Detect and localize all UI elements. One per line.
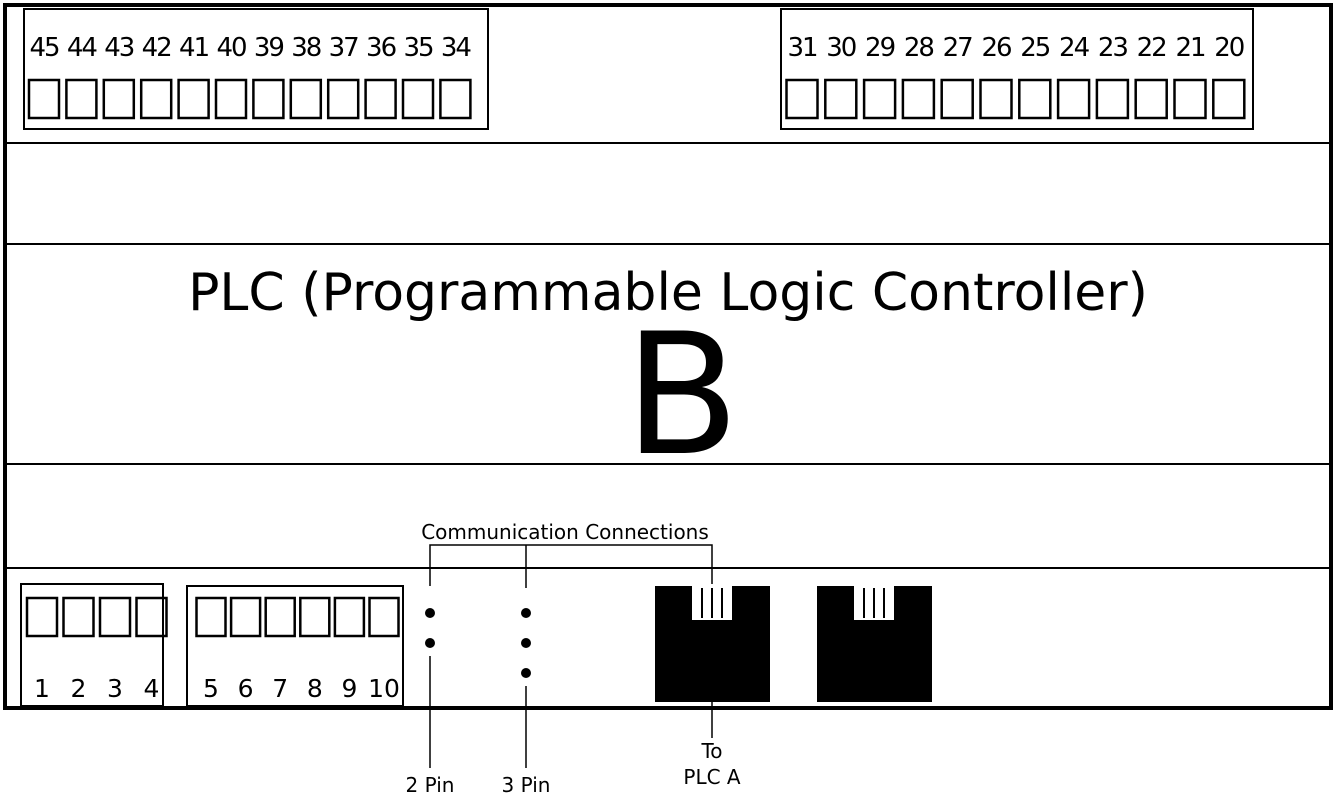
terminal-slot xyxy=(229,596,262,638)
rj-jack-1 xyxy=(655,586,770,702)
terminal-slot xyxy=(940,78,974,120)
two-pin-connector xyxy=(425,608,435,648)
terminal-number: 25 xyxy=(1020,33,1050,63)
terminal-slot xyxy=(1095,78,1130,120)
terminal-number: 8 xyxy=(307,674,323,703)
terminal-slot xyxy=(901,78,936,120)
terminal-slot xyxy=(139,78,173,120)
terminal-number: 20 xyxy=(1214,33,1244,63)
terminal-slot xyxy=(368,596,400,638)
two-pin-label: 2 Pin xyxy=(406,773,455,797)
terminal-slot xyxy=(27,78,61,120)
terminal-number: 2 xyxy=(71,674,87,703)
terminal-number: 4 xyxy=(144,674,160,703)
terminal-slot xyxy=(862,78,897,120)
terminal-number: 29 xyxy=(865,33,895,63)
terminal-number: 43 xyxy=(104,33,134,63)
terminal-number: 37 xyxy=(329,33,359,63)
pin-dot xyxy=(521,638,531,648)
terminal-number: 44 xyxy=(67,33,98,63)
terminal-number: 41 xyxy=(179,33,209,63)
terminal-number: 34 xyxy=(441,33,472,63)
terminal-slot xyxy=(135,596,168,638)
terminal-slot xyxy=(364,78,397,120)
terminal-slot xyxy=(1212,78,1246,120)
terminal-slot xyxy=(1173,78,1207,120)
terminal-slot xyxy=(195,596,227,638)
plc-unit-letter: B xyxy=(624,297,739,493)
terminal-slot xyxy=(102,78,136,120)
terminal-number: 42 xyxy=(142,33,171,63)
terminal-number: 39 xyxy=(254,33,284,63)
plc-a-label: PLC A xyxy=(683,765,741,789)
terminal-slot xyxy=(1018,78,1052,120)
terminal-number: 3 xyxy=(107,674,123,703)
terminal-number: 22 xyxy=(1137,33,1166,63)
terminal-number: 9 xyxy=(341,674,357,703)
rj-jack-2 xyxy=(817,586,932,702)
terminal-number: 26 xyxy=(981,33,1011,63)
terminal-slot xyxy=(299,596,331,638)
terminal-number: 28 xyxy=(904,33,934,63)
terminal-slot xyxy=(333,596,366,638)
terminal-slot xyxy=(65,78,98,120)
terminal-number: 5 xyxy=(203,674,219,703)
terminal-slot xyxy=(25,596,59,638)
terminal-number: 45 xyxy=(29,33,59,63)
terminal-number: 1 xyxy=(34,674,50,703)
terminal-slot xyxy=(1134,78,1168,120)
communication-bracket xyxy=(429,544,713,586)
terminal-number: 24 xyxy=(1059,33,1090,63)
terminal-number: 30 xyxy=(826,33,856,63)
terminal-slot xyxy=(177,78,210,120)
terminal-number: 31 xyxy=(787,33,817,63)
communication-label: Communication Connections xyxy=(421,520,709,544)
terminal-slot xyxy=(264,596,296,638)
pin-dot xyxy=(425,608,435,618)
terminal-number: 23 xyxy=(1098,33,1128,63)
terminal-slot xyxy=(326,78,360,120)
terminal-number: 38 xyxy=(291,33,321,63)
three-pin-label: 3 Pin xyxy=(502,773,551,797)
pin-dot xyxy=(521,668,531,678)
terminal-slot xyxy=(439,78,472,120)
terminal-slot xyxy=(252,78,285,120)
terminal-number: 40 xyxy=(216,33,246,63)
pin-dot xyxy=(521,608,531,618)
terminal-slot xyxy=(401,78,435,120)
terminal-slot xyxy=(785,78,819,120)
terminal-number: 27 xyxy=(943,33,973,63)
terminal-number: 6 xyxy=(238,674,254,703)
terminal-slot xyxy=(1056,78,1091,120)
terminal-slot xyxy=(824,78,858,120)
terminal-slot xyxy=(214,78,248,120)
to-label: To xyxy=(700,739,722,763)
terminal-slot xyxy=(62,596,95,638)
terminal-number: 35 xyxy=(403,33,433,63)
terminal-number: 10 xyxy=(368,674,400,703)
terminal-slot xyxy=(98,596,132,638)
terminal-number: 21 xyxy=(1175,33,1205,63)
plc-title: PLC (Programmable Logic Controller) xyxy=(188,263,1148,323)
three-pin-connector xyxy=(521,608,531,678)
terminal-slot xyxy=(979,78,1013,120)
terminal-number: 7 xyxy=(272,674,288,703)
pin-dot xyxy=(425,638,435,648)
terminal-slot xyxy=(289,78,323,120)
terminal-number: 36 xyxy=(366,33,396,63)
top-right-terminal-block: 31 30 29 28 27 26 25 24 23 22 21 20 xyxy=(780,8,1254,130)
